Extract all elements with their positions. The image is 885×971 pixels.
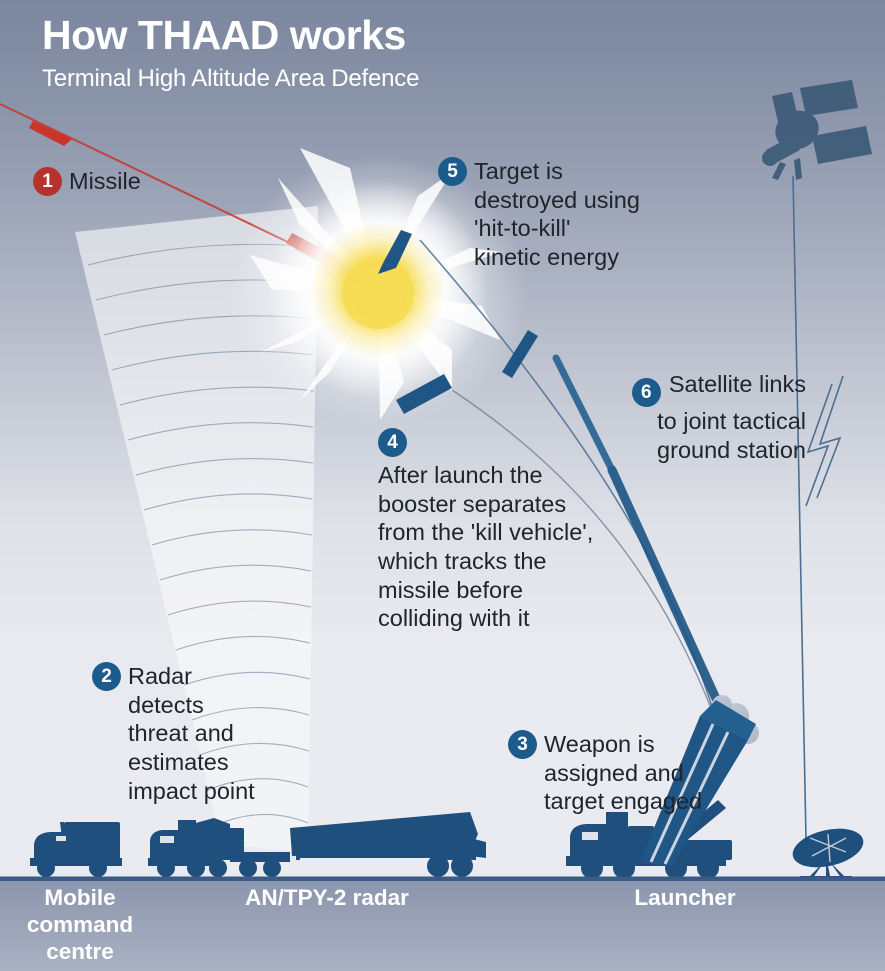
page-subtitle: Terminal High Altitude Area Defence [42,65,420,93]
callout-badge-4: 4 [378,428,407,458]
launch-tube-cluster-icon [640,700,756,866]
callout-line: threat and [128,720,234,747]
label-mobile-command-centre: Mobile command centre [26,885,134,964]
callout-text-2: Radar detects threat and estimates impac… [128,662,255,805]
callout-line: missile before [378,576,523,603]
callout-badge-3: 3 [508,730,537,759]
callout-line: from the 'kill vehicle', [378,519,594,546]
lightning-signal-icon [792,175,844,841]
callout-booster: 4 After launch the booster separates fro… [378,420,623,633]
callout-line: estimates [128,748,229,775]
launch-plume-trail [552,354,733,730]
callout-text-3: Weapon is assigned and target engaged [544,730,702,816]
callout-line: Weapon is [544,731,655,757]
callout-line: colliding with it [378,605,530,632]
ground-strip [0,878,885,971]
callout-line: destroyed using [474,186,640,213]
callout-line: Satellite links [668,371,806,397]
callout-line: target engaged [544,788,703,815]
callout-line: Target is [474,158,563,184]
label-an-tpy-2-radar: AN/TPY-2 radar [245,885,409,910]
callout-line: which tracks the [378,548,547,575]
booster-icon [396,374,452,414]
callout-radar: 2 Radar detects threat and estimates imp… [92,662,272,805]
callout-line: impact point [128,777,255,804]
callout-text-4: After launch the booster separates from … [378,461,623,633]
callout-line: Missile [69,168,141,194]
missile-icon-far [29,121,72,146]
callout-satellite: 6 Satellite links to joint tactical groun… [588,370,806,464]
label-launcher: Launcher [634,885,736,910]
callout-badge-6: 6 [631,378,661,408]
satellite-dish-icon [792,828,864,882]
callout-target: 5 Target is destroyed using 'hit-to-kill… [438,157,673,272]
callout-firstline-6: 6 Satellite links [631,371,806,408]
callout-line: 'hit-to-kill' [474,215,571,242]
callout-badge-2: 2 [92,662,121,691]
command-truck-icon [30,822,122,877]
callout-line: to joint tactical [657,408,806,435]
callout-text-5: Target is destroyed using 'hit-to-kill' … [474,157,640,272]
interceptor-icon [378,230,412,274]
callout-line: booster separates [378,490,567,517]
interceptor-trajectory-booster [451,389,719,727]
callout-weapon: 3 Weapon is assigned and target engaged [508,730,738,816]
header: How THAAD works Terminal High Altitude A… [42,12,742,93]
callout-line: After launch the [378,462,543,489]
booster-icon-secondary [502,330,538,378]
callout-line: Radar [128,663,193,689]
callout-badge-5: 5 [438,157,467,186]
callout-line: ground station [657,436,806,463]
page-title: How THAAD works [42,12,406,58]
callout-text-1: Missile [69,167,141,196]
explosion-icon [228,148,528,425]
callout-badge-1: 1 [33,167,62,196]
callout-line: detects [128,691,204,718]
satellite-icon [762,80,872,180]
callout-missile: 1 Missile [33,167,141,196]
callout-line: assigned and [544,759,684,786]
callout-line: kinetic energy [474,243,619,270]
radar-truck-icon [148,812,486,877]
